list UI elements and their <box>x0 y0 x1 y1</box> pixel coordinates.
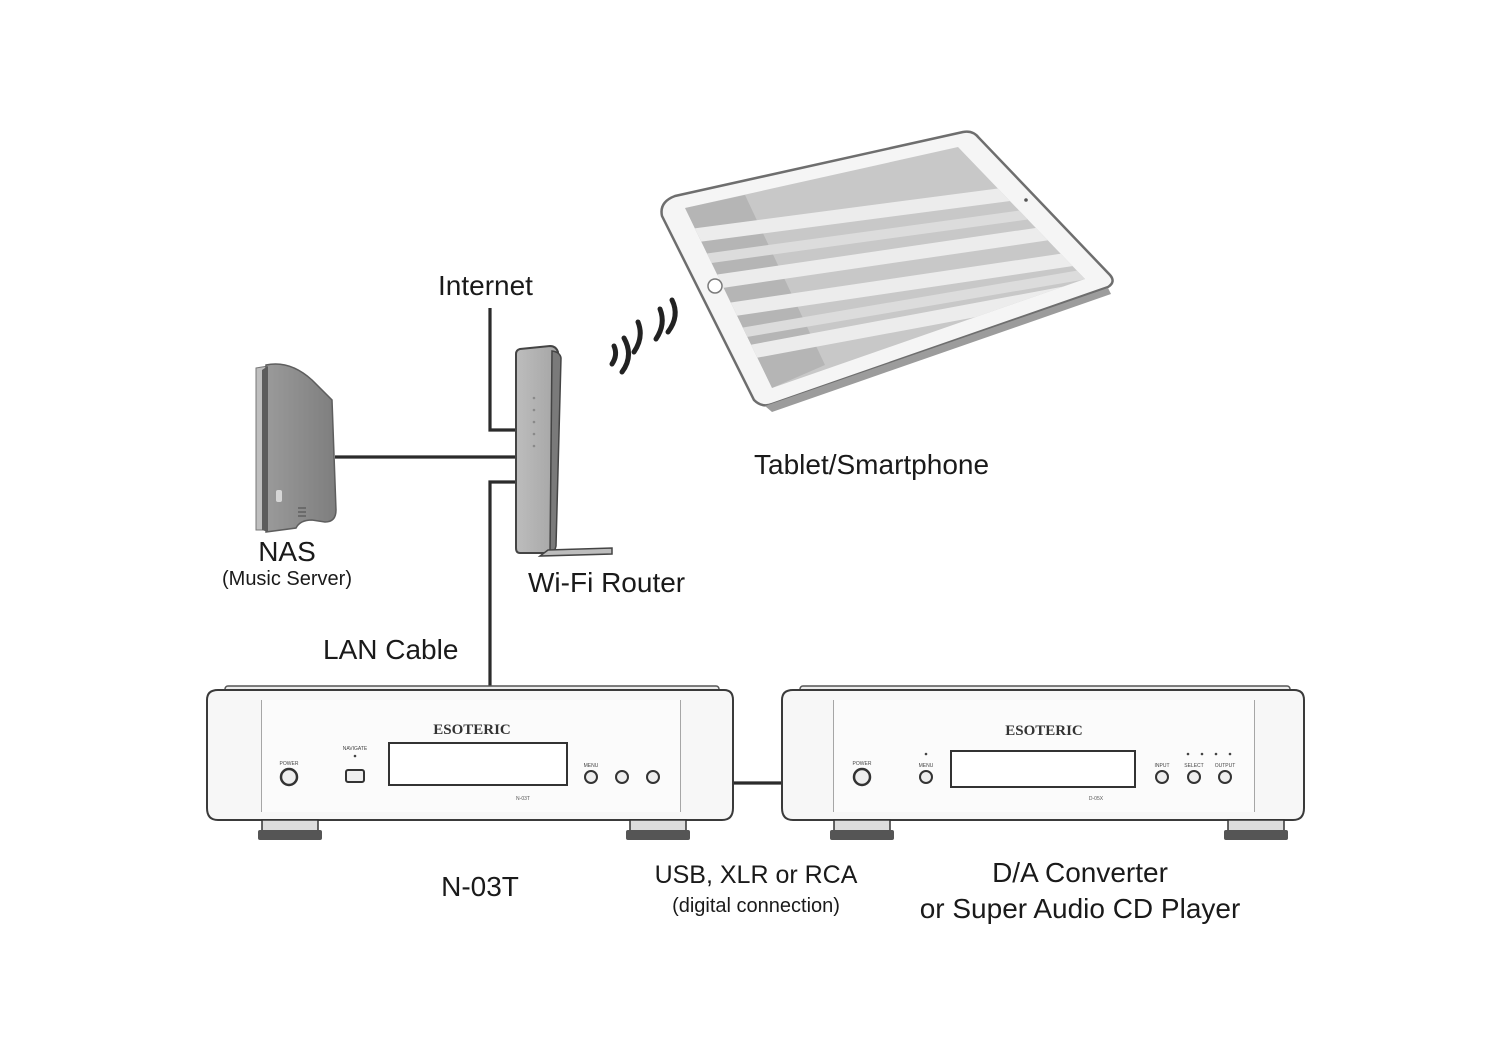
svg-text:NAVIGATE: NAVIGATE <box>343 746 368 752</box>
previous-button <box>615 770 629 784</box>
dac-input-button <box>1155 770 1169 784</box>
svg-text:N-03T: N-03T <box>516 796 530 802</box>
svg-text:MENU: MENU <box>919 763 934 769</box>
connection-sublabel: (digital connection) <box>672 895 840 917</box>
internet-label: Internet <box>438 270 533 301</box>
dac-label-line2: or Super Audio CD Player <box>919 893 1241 924</box>
router-label: Wi-Fi Router <box>528 567 686 598</box>
dac-power-button <box>852 767 872 787</box>
connection-label: USB, XLR or RCA <box>654 861 858 889</box>
menu-button <box>584 770 598 784</box>
internet-cable <box>488 308 518 432</box>
svg-text:SELECT: SELECT <box>1184 763 1203 769</box>
usb-port-icon <box>345 769 365 783</box>
n03t-logo: ESOTERIC <box>433 722 511 738</box>
svg-text:POWER: POWER <box>853 761 872 767</box>
dac-device: ESOTERIC POWER MENU INPUT SELECT OUTPUT … <box>781 685 1305 840</box>
tablet-home-button <box>707 278 723 294</box>
svg-text:OUTPUT: OUTPUT <box>1215 763 1236 769</box>
dac-output-button <box>1218 770 1232 784</box>
dac-menu-button <box>919 770 933 784</box>
nas-device <box>255 363 337 533</box>
svg-text:D-05X: D-05X <box>1089 796 1104 802</box>
cables <box>335 308 782 785</box>
tablet-label: Tablet/Smartphone <box>754 449 990 480</box>
svg-text:POWER: POWER <box>280 761 299 767</box>
dac-logo: ESOTERIC <box>1005 723 1083 739</box>
lan-cable <box>488 480 518 686</box>
nas-sublabel: (Music Server) <box>221 568 353 590</box>
svg-text:MENU: MENU <box>584 763 599 769</box>
svg-text:INPUT: INPUT <box>1155 763 1170 769</box>
n03t-device: ESOTERIC POWER NAVIGATE MENU N-03T <box>206 685 734 840</box>
lan-cable-label: LAN Cable <box>323 634 459 665</box>
next-button <box>646 770 660 784</box>
dac-select-button <box>1187 770 1201 784</box>
wifi-signal-icon <box>609 297 678 375</box>
tablet-device <box>660 130 1114 412</box>
router-device <box>515 344 613 557</box>
dac-label-line1: D/A Converter <box>992 857 1168 888</box>
power-button <box>279 767 299 787</box>
n03t-label: N-03T <box>441 871 519 902</box>
nas-label: NAS <box>258 536 316 567</box>
